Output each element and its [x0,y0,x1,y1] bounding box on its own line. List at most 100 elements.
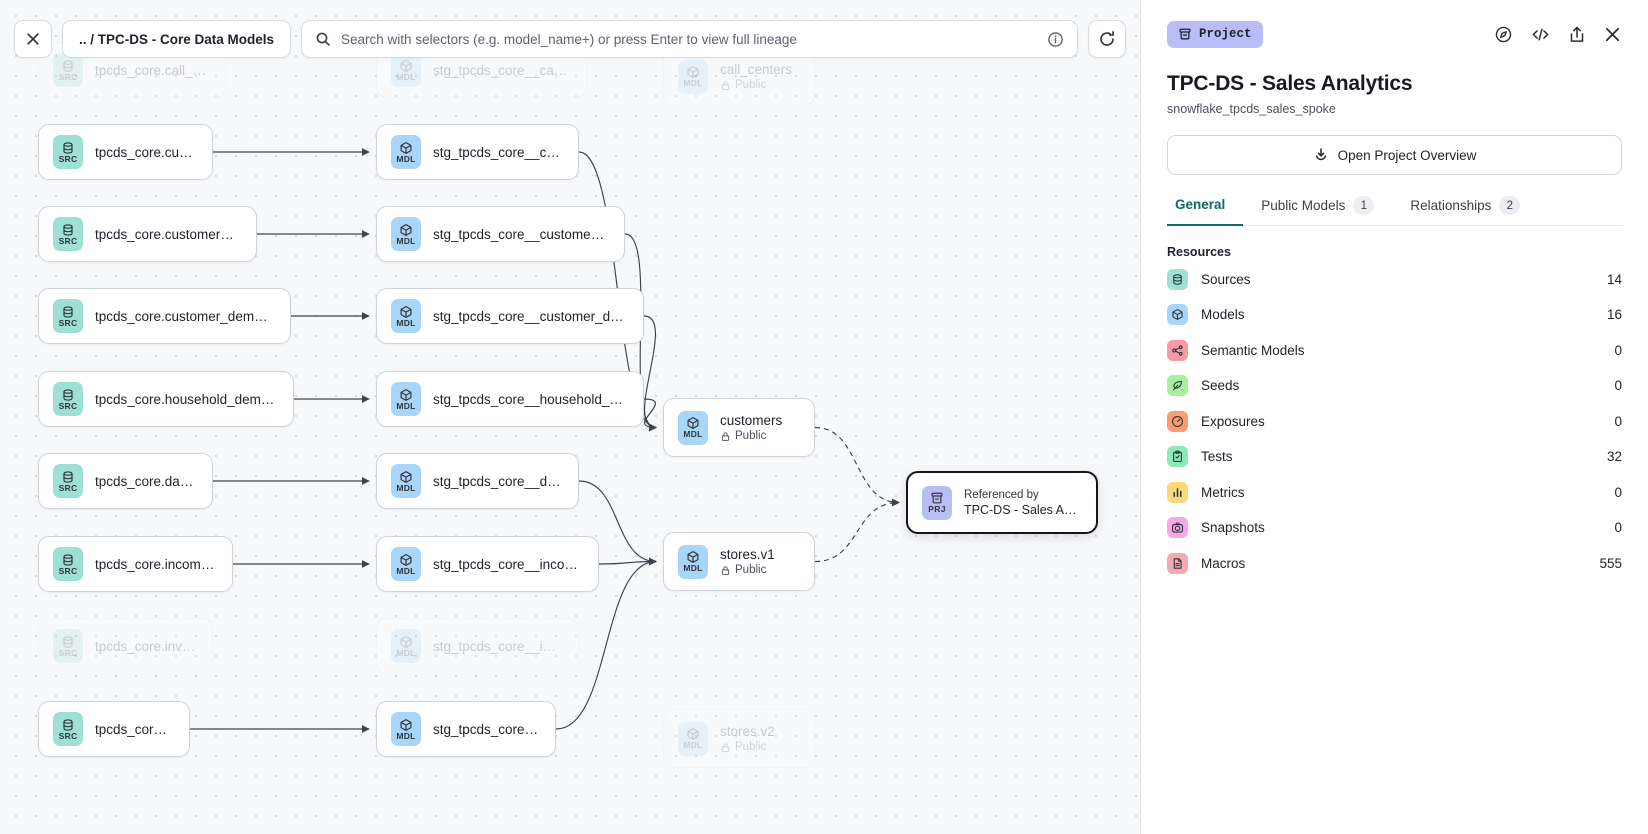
refresh-icon [1100,31,1114,46]
lineage-node-mdl-cust-demo[interactable]: MDLstg_tpcds_core__customer_demogra… [376,288,644,344]
node-title: customers [720,413,783,428]
lineage-node-src-date-dim[interactable]: SRC tpcds_core.date_dim [38,453,213,509]
bar-chart-icon [1173,487,1182,497]
close-lineage-button[interactable] [14,20,52,58]
node-type-badge-mdl: MDL [678,721,708,756]
lineage-node-src-inventory[interactable]: SRC tpcds_core.inventory [38,618,213,674]
node-body: tpcds_core.customer [95,145,196,160]
gauge-icon [1171,415,1184,427]
resource-label: Models [1201,307,1245,323]
close-icon [27,33,39,45]
lock-icon [721,565,730,575]
node-access-label: Public [720,430,782,442]
node-type-tag: MDL [396,565,416,576]
node-title: tpcds_core.date_dim [95,473,196,489]
node-body: stg_tpcds_core__call_center [433,63,570,78]
share-button[interactable] [1568,25,1586,44]
lineage-node-mdl-customer[interactable]: MDL stg_tpcds_core__customer [376,124,579,180]
node-type-badge-mdl: MDL [678,59,708,94]
node-title: tpcds_core.household_demographics [95,391,277,407]
tab-general[interactable]: General [1167,196,1244,226]
resource-type-chip-label: Project [1199,27,1252,41]
node-body: tpcds_core.date_dim [95,474,196,489]
view-code-button[interactable] [1530,25,1551,44]
database-icon [63,718,73,731]
resource-row-semantic-models[interactable]: Semantic Models 0 [1167,335,1622,366]
cube-icon [687,66,699,78]
cube-icon [400,635,412,648]
explore-button[interactable] [1494,25,1513,44]
resource-label: Exposures [1201,413,1265,429]
node-type-tag: MDL [396,730,416,741]
node-type-badge-src: SRC [53,464,83,498]
node-type-tag: SRC [58,482,78,493]
node-type-tag: MDL [396,153,416,164]
open-project-overview-button[interactable]: Open Project Overview [1167,135,1622,175]
search-input[interactable] [341,31,1037,47]
cube-icon [400,388,412,401]
document-icon [1173,557,1182,569]
lineage-canvas[interactable]: SRCtpcds_core.call_centerSRCtpcds_core.c… [0,0,1140,834]
node-title: call_centers [720,62,793,77]
refresh-button[interactable] [1088,20,1126,58]
resource-count: 0 [1614,378,1622,394]
resource-count: 0 [1614,342,1622,358]
search-bar[interactable] [301,20,1078,58]
info-icon[interactable] [1047,31,1064,48]
node-title: tpcds_core.inventory [95,638,196,654]
resource-count: 555 [1599,555,1622,571]
node-access-label: Public [720,564,775,576]
close-icon [1605,27,1620,41]
lineage-edge [598,557,657,566]
breadcrumb[interactable]: .. / TPC-DS - Core Data Models [62,20,292,58]
node-type-badge-prj: PRJ [922,485,952,520]
node-body: tpcds_core.call_center [95,63,209,78]
lineage-edge [814,426,900,507]
lineage-node-mdl-hh-demo[interactable]: MDLstg_tpcds_core__household_demogr… [376,371,644,427]
resource-label: Sources [1201,271,1251,287]
resource-type-chip[interactable]: Project [1167,20,1263,48]
node-type-tag: SRC [58,565,78,576]
node-title: stg_tpcds_core__customer [433,144,562,160]
database-icon [63,388,73,401]
node-type-badge-src: SRC [53,217,83,251]
resource-label: Metrics [1201,484,1245,500]
node-title: tpcds_core.call_center [95,62,209,78]
cube-icon [687,551,699,563]
database-icon [63,141,73,154]
close-panel-button[interactable] [1603,25,1622,44]
node-body: stg_tpcds_core__customer [433,145,562,160]
node-body: stg_tpcds_core__household_demogr… [433,392,627,407]
resource-label: Semantic Models [1201,342,1305,358]
node-type-badge-src: SRC [53,629,83,663]
resources-heading: Resources [1167,245,1231,259]
